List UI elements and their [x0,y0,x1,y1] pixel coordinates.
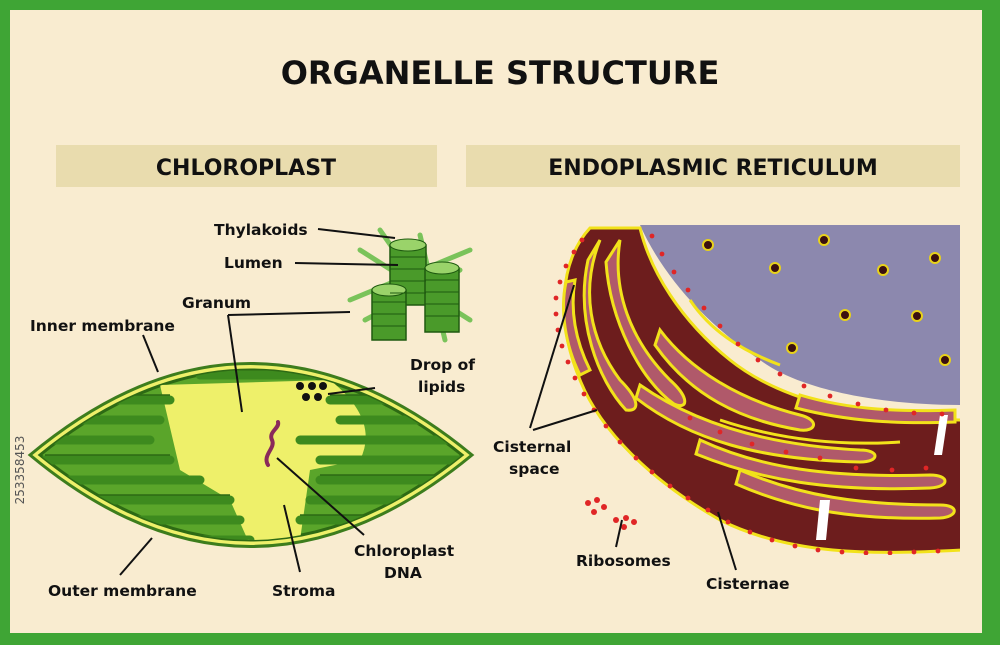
er-slice-gaps [816,415,948,540]
granum-stack-illustration [347,227,473,343]
label-chloroplast-dna-line2: DNA [384,564,422,582]
chloroplast-labels: Thylakoids Lumen Granum Inner membrane D… [30,221,475,600]
label-cisternae: Cisternae [706,575,790,593]
label-drop-of-lipids-line2: lipids [418,378,465,396]
free-ribosomes [585,497,637,530]
er-header-band [466,145,960,187]
label-inner-membrane: Inner membrane [30,317,175,335]
granum-stack-lines [372,256,459,327]
chloroplast-dna-shape [264,420,281,467]
label-stroma: Stroma [272,582,335,600]
ribosome-dot-icon [553,233,945,555]
chloroplast-header-band [56,145,437,187]
chloroplast-illustration [27,362,475,548]
cisternae-outlines [688,299,901,445]
nucleus-pores [702,234,951,366]
label-chloroplast-dna-line1: Chloroplast [354,542,455,560]
chloroplast-leader-lines [119,228,399,576]
lipid-drop-icon [296,382,327,401]
label-lumen: Lumen [224,254,283,272]
label-cisternal-space-line2: space [509,460,559,478]
granum-stack-2 [424,261,460,333]
label-cisternal-space-line1: Cisternal [493,438,571,456]
stock-id-text: 253358453 [13,436,27,505]
chloroplast-heading: CHLOROPLAST [156,156,336,181]
er-leader-lines [529,284,737,571]
stroma-region [160,380,366,540]
label-drop-of-lipids-line1: Drop of [410,356,475,374]
er-labels: Cisternal space Ribosomes Cisternae [493,438,790,593]
label-thylakoids: Thylakoids [214,221,308,239]
label-granum: Granum [182,294,251,312]
label-outer-membrane: Outer membrane [48,582,197,600]
granum-stack-3 [371,283,407,341]
page-title: ORGANELLE STRUCTURE [281,54,720,92]
er-illustration [553,225,960,555]
cisternae-bands [562,239,957,520]
label-ribosomes: Ribosomes [576,552,671,570]
er-heading: ENDOPLASMIC RETICULUM [548,156,877,181]
